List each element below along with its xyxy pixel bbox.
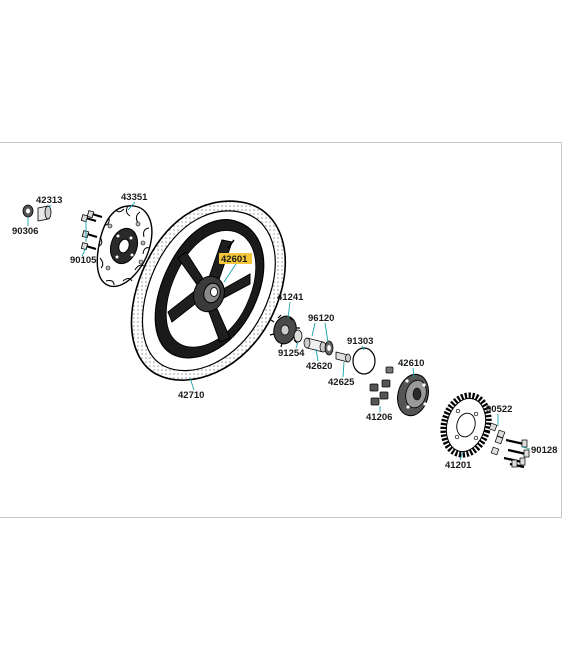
label-41241[interactable]: 41241 [277,292,304,303]
label-42610[interactable]: 42610 [398,358,424,369]
label-42620[interactable]: 42620 [306,361,332,372]
leader-line [342,361,345,378]
label-42601[interactable]: 42601 [221,254,248,265]
leader-line [223,263,237,283]
bearing-91254 [293,329,303,343]
label-90105[interactable]: 90105 [70,255,97,266]
brake-disc-43351 [96,205,153,288]
leader-line [189,377,195,391]
bearing-96120 [324,340,334,356]
bolts-90128 [503,438,530,469]
leader-line [81,220,87,257]
nuts-90522 [488,422,506,456]
label-91254[interactable]: 91254 [278,348,305,359]
damper-41241 [269,314,300,348]
label-96120[interactable]: 96120 [308,313,334,324]
part-labels: 42313 90306 43351 90105 42601 41241 9612… [12,192,557,471]
oring-91303 [352,347,376,375]
dampers-41206 [369,366,394,406]
leader-line [459,451,464,461]
leader-line [295,341,299,349]
leader-line [287,301,291,319]
leader-line [521,446,531,450]
sleeve-42620 [303,337,327,353]
collar-42625 [335,351,351,363]
sprocket-41201 [440,392,492,458]
label-90128[interactable]: 90128 [531,445,557,456]
bolts-90105 [80,210,103,251]
label-42710[interactable]: 42710 [178,390,204,401]
label-91303[interactable]: 91303 [347,336,373,347]
label-42313[interactable]: 42313 [36,195,62,206]
collar-42313 [37,205,52,222]
label-90306[interactable]: 90306 [12,226,38,237]
leader-line [412,367,415,379]
leader-line [315,348,319,362]
leader-lines [27,201,531,461]
label-43351[interactable]: 43351 [121,192,148,203]
sprocket-hub-42610 [397,373,429,417]
diagram-frame [0,142,562,518]
label-90522[interactable]: 90522 [486,404,512,415]
leader-line [127,201,136,211]
bushing-90306 [22,204,34,218]
highlight-42601 [219,253,252,264]
label-41206[interactable]: 41206 [366,412,392,423]
leader-line [361,345,365,351]
label-41201[interactable]: 41201 [445,460,472,471]
label-42625[interactable]: 42625 [328,377,355,388]
leader-line [311,322,329,343]
